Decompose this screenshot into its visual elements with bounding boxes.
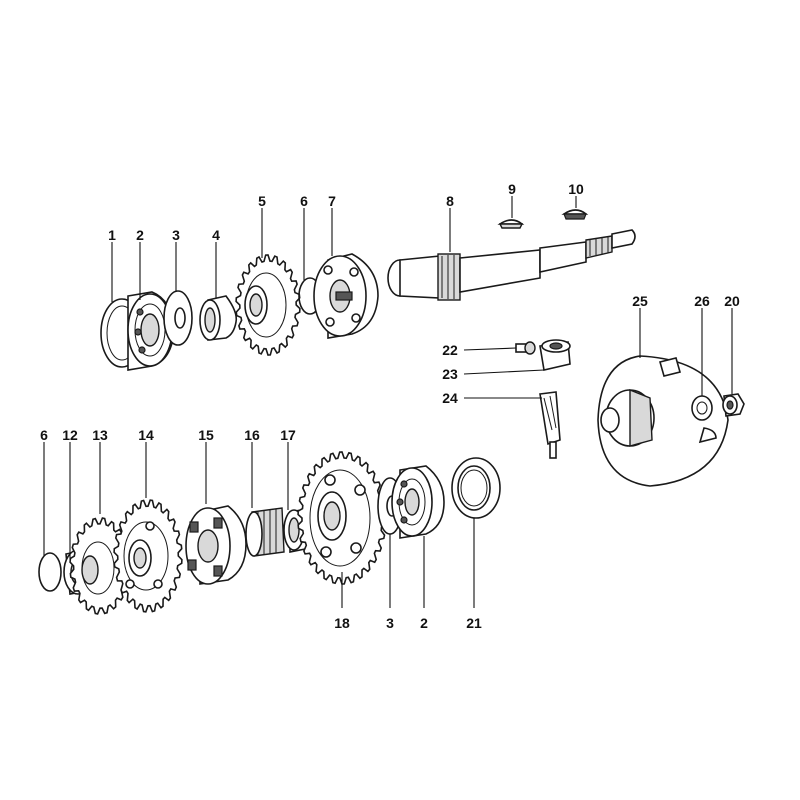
callout-24: 24	[442, 390, 542, 406]
callout-25: 25	[632, 293, 648, 358]
part-23-bushing	[539, 339, 571, 371]
callout-20: 20	[724, 293, 740, 394]
callout-label: 16	[244, 427, 260, 443]
callout-label: 6	[40, 427, 48, 443]
part-4-needle-bushing	[199, 295, 238, 341]
callout-label: 2	[136, 227, 144, 243]
part-24-pinion	[539, 391, 561, 459]
callout-6: 6	[300, 193, 308, 280]
callout-14: 14	[138, 427, 154, 498]
part-9-woodruff-key	[497, 219, 525, 229]
callout-12: 12	[62, 427, 78, 560]
callout-label: 3	[386, 615, 394, 631]
callout-26: 26	[694, 293, 710, 396]
callout-label: 17	[280, 427, 296, 443]
callout-9: 9	[508, 181, 516, 218]
callout-1: 1	[108, 227, 116, 302]
callout-label: 20	[724, 293, 740, 309]
callout-7: 7	[328, 193, 336, 256]
part-3-thrust-washer	[163, 290, 193, 346]
callout-8: 8	[446, 193, 454, 252]
callout-label: 21	[466, 615, 482, 631]
callout-22: 22	[442, 342, 517, 358]
part-22-screw	[515, 341, 536, 355]
callout-label: 3	[172, 227, 180, 243]
callout-label: 22	[442, 342, 458, 358]
part-15-shift-sleeve	[185, 505, 247, 585]
callout-3-lower: 3	[386, 534, 394, 631]
callout-17: 17	[280, 427, 296, 510]
part-2-ball-bearing-lower	[391, 465, 445, 539]
callout-label: 6	[300, 193, 308, 209]
callout-16: 16	[244, 427, 260, 508]
callout-18: 18	[334, 572, 350, 631]
callout-2-lower: 2	[420, 536, 428, 631]
part-2-ball-bearing	[127, 291, 175, 371]
callout-15: 15	[198, 427, 214, 504]
callout-4: 4	[212, 227, 220, 298]
callout-21: 21	[466, 518, 482, 631]
callout-label: 9	[508, 181, 516, 197]
callout-label: 7	[328, 193, 336, 209]
part-7-dog-hub	[313, 253, 379, 339]
lower-assembly	[38, 451, 445, 615]
callout-13: 13	[92, 427, 108, 514]
callout-label: 18	[334, 615, 350, 631]
part-25-cover-plate	[597, 355, 729, 487]
callout-6-lower: 6	[40, 427, 48, 556]
callout-label: 2	[420, 615, 428, 631]
part-14-gear	[113, 499, 183, 613]
part-13-gear	[69, 517, 131, 615]
part-16-splined-hub	[245, 507, 285, 557]
callout-label: 14	[138, 427, 154, 443]
part-5-gear	[235, 254, 301, 356]
part-6-circlip-lower	[38, 552, 62, 592]
part-20-nut	[722, 393, 745, 417]
callout-label: 4	[212, 227, 220, 243]
callout-label: 23	[442, 366, 458, 382]
callout-label: 5	[258, 193, 266, 209]
callout-5: 5	[258, 193, 266, 258]
callouts: 1 2 3 4 5 6 7 8	[40, 181, 740, 631]
callout-23: 23	[442, 366, 545, 382]
part-8-main-shaft	[387, 229, 636, 301]
part-18-gear	[297, 451, 387, 585]
callout-label: 1	[108, 227, 116, 243]
callout-10: 10	[568, 181, 584, 208]
callout-label: 13	[92, 427, 108, 443]
callout-label: 15	[198, 427, 214, 443]
callout-label: 12	[62, 427, 78, 443]
upper-assembly	[100, 209, 636, 371]
part-21-shaft-seal	[451, 457, 501, 519]
callout-label: 25	[632, 293, 648, 309]
callout-3: 3	[172, 227, 180, 292]
callout-2: 2	[136, 227, 144, 300]
callout-label: 8	[446, 193, 454, 209]
right-parts	[451, 339, 745, 519]
part-10-woodruff-key	[561, 209, 589, 220]
callout-label: 26	[694, 293, 710, 309]
callout-label: 24	[442, 390, 458, 406]
callout-label: 10	[568, 181, 584, 197]
